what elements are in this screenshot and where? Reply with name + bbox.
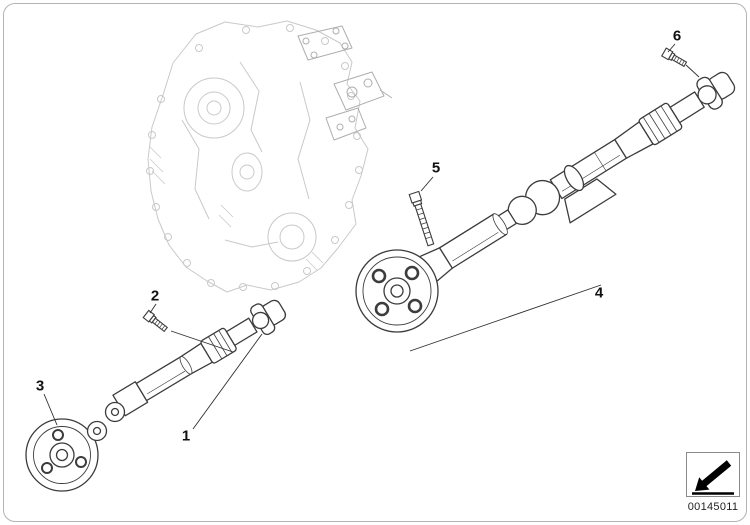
callout-5: 5: [431, 159, 441, 177]
callout-3: 3: [35, 377, 45, 395]
callout-2: 2: [150, 287, 160, 305]
leader-lines: [43, 43, 700, 430]
part-number: 00145011: [687, 501, 739, 513]
transmission-housing-ghost: [146, 20, 369, 293]
callout-1: 1: [181, 427, 191, 445]
callout-6: 6: [672, 27, 682, 45]
actuator-ghost: [297, 25, 393, 141]
bolt-2: [142, 309, 169, 333]
bolt-5: [408, 190, 435, 247]
bolt-6: [660, 47, 688, 68]
callout-4: 4: [594, 284, 604, 302]
front-drive-shaft: [25, 299, 287, 492]
legend-box: [686, 452, 740, 497]
flex-disc: [25, 418, 99, 492]
rear-drive-shaft: [355, 71, 736, 333]
direction-arrow-icon: [692, 460, 734, 495]
